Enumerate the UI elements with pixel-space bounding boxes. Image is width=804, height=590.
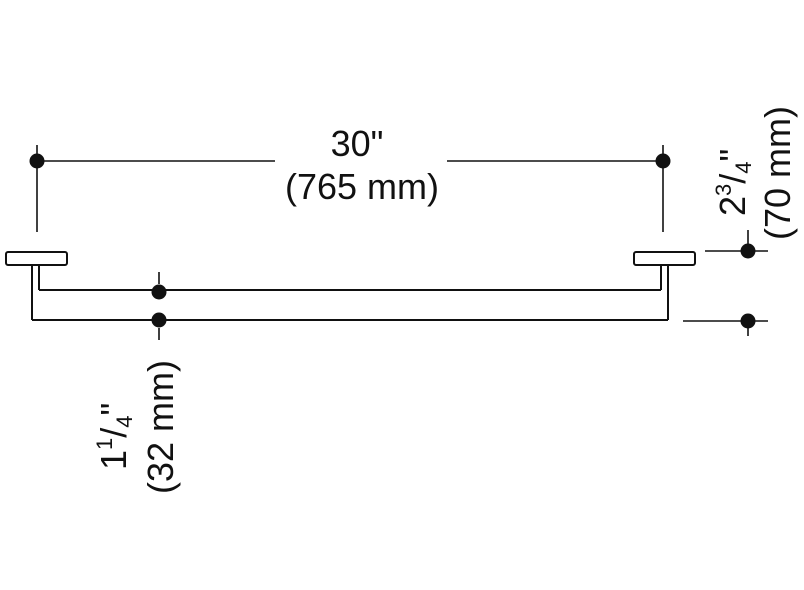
diameter-terminator-top: [151, 284, 167, 300]
svg-text:11/4": 11/4": [92, 403, 137, 470]
projection-terminator-top: [740, 243, 756, 259]
length-terminator-left: [29, 153, 45, 169]
projection-fraction-slash: /: [712, 174, 753, 184]
diameter-denominator: 4: [112, 415, 137, 427]
projection-metric-label: (70 mm): [757, 106, 798, 240]
diameter-label: 11/4" (32 mm): [92, 360, 181, 494]
projection-whole: 2: [712, 196, 753, 216]
diameter-numerator: 1: [92, 438, 117, 450]
mounting-plate-left: [5, 251, 68, 266]
diameter-fraction-slash: /: [93, 428, 134, 438]
diameter-metric-label: (32 mm): [140, 360, 181, 494]
svg-text:23/4": 23/4": [711, 149, 756, 216]
diameter-whole: 1: [93, 450, 134, 470]
projection-inch-mark: ": [712, 149, 753, 162]
towel-bar: [5, 251, 696, 321]
mounting-plate-right: [633, 251, 696, 266]
projection-denominator: 4: [731, 161, 756, 173]
projection-numerator: 3: [711, 184, 736, 196]
length-terminator-right: [655, 153, 671, 169]
length-imperial-label: 30": [331, 123, 384, 164]
length-metric-label: (765 mm): [285, 166, 439, 207]
projection-terminator-bottom: [740, 313, 756, 329]
diameter-inch-mark: ": [93, 403, 134, 416]
projection-label: 23/4" (70 mm): [711, 106, 798, 240]
diameter-terminator-bottom: [151, 312, 167, 328]
